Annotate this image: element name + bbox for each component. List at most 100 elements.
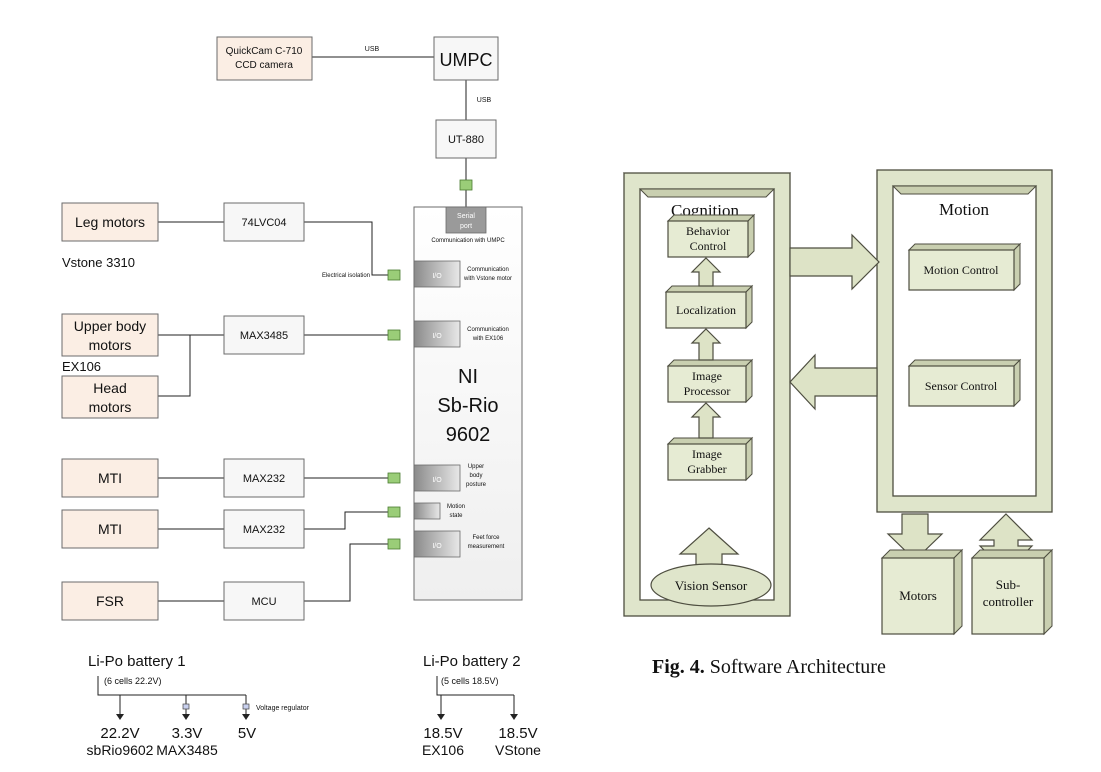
out2-target: MAX3485 <box>156 742 218 758</box>
hardware-diagram: QuickCam C-710 CCD camera USB UMPC USB U… <box>61 36 541 758</box>
battery2-bus <box>436 676 514 696</box>
ut880-box <box>435 119 497 159</box>
max3485-box <box>223 315 305 355</box>
cognition-inner-bevel <box>638 188 776 198</box>
battery1-bus <box>97 676 246 696</box>
lvc04-label: 74LVC04 <box>241 217 286 229</box>
vision-sensor-label: Vision Sensor <box>675 578 748 593</box>
mti2-box <box>61 509 159 549</box>
cells2-label: (5 cells 18.5V) <box>441 676 499 686</box>
comm-umpc-label: Communication with UMPC <box>431 238 505 244</box>
serial-label-1: Serial <box>457 213 475 220</box>
voltage-regulator-label: Voltage regulator <box>256 705 310 712</box>
motion-inner-bevel <box>891 185 1038 195</box>
max232-2-label: MAX232 <box>243 524 285 536</box>
fsr-box <box>61 581 159 621</box>
battery1-arrow-1 <box>116 714 124 720</box>
max232-1-label: MAX232 <box>243 473 285 485</box>
upper-body-label-1: Upper body <box>74 318 146 334</box>
out5-target: VStone <box>495 742 541 758</box>
max232-1-box <box>223 458 305 498</box>
max232-2-box <box>223 509 305 549</box>
upper-posture-2: body <box>469 473 482 479</box>
motion-state-1: Motion <box>447 504 465 510</box>
upper-posture-3: posture <box>466 482 487 488</box>
usb-label-2: USB <box>477 97 492 104</box>
arrow-grab-to-proc <box>690 402 722 439</box>
motion-state-2: state <box>449 513 463 519</box>
feet-force-2: measurement <box>468 544 505 550</box>
image-grabber-label-1: Image <box>692 447 722 461</box>
vstone-3310-label: Vstone 3310 <box>62 255 135 270</box>
connector-square-top <box>459 179 473 191</box>
ni-label-2: Sb-Rio <box>437 395 498 417</box>
motors-module: Motors <box>880 548 964 636</box>
subcontroller-label-1: Sub- <box>996 577 1021 592</box>
connector-square-ex106 <box>387 329 401 341</box>
mti1-box <box>61 458 159 498</box>
arrow-motion-to-cognition <box>789 353 878 411</box>
vision-sensor-ellipse <box>650 563 772 607</box>
ut880-label: UT-880 <box>448 134 484 146</box>
umpc-label: UMPC <box>440 50 493 70</box>
battery1-arrow-2 <box>182 714 190 720</box>
head-motors-box <box>61 375 159 419</box>
cells1-label: (6 cells 22.2V) <box>104 676 162 686</box>
wire-74lvc04-io <box>304 221 388 276</box>
battery1-arrow-3 <box>242 714 250 720</box>
io-block-feet <box>413 530 461 558</box>
out2-voltage: 3.3V <box>172 725 203 742</box>
upper-posture-1: Upper <box>468 464 484 470</box>
battery2-label: Li-Po battery 2 <box>423 653 521 670</box>
serial-port-block <box>445 206 487 234</box>
image-processor-label-1: Image <box>692 369 722 383</box>
motion-state-block <box>413 502 441 520</box>
behavior-label-2: Control <box>690 239 727 253</box>
camera-label-1: QuickCam C-710 <box>226 46 303 57</box>
mcu-box <box>223 581 305 621</box>
mti2-label: MTI <box>98 521 122 537</box>
subcontroller-module: Sub- controller <box>970 548 1054 636</box>
umpc-box <box>433 36 499 81</box>
ni-label-1: NI <box>458 366 478 388</box>
io-label-4: I/O <box>432 543 442 550</box>
comm-ex106-2: with EX106 <box>472 336 504 342</box>
out1-voltage: 22.2V <box>100 725 139 742</box>
camera-box <box>216 36 313 81</box>
io-label-3: I/O <box>432 477 442 484</box>
image-grabber-module: Image Grabber <box>666 436 754 482</box>
behavior-module: Behavior Control <box>666 213 756 259</box>
out4-target: EX106 <box>422 742 464 758</box>
io-label-2: I/O <box>432 333 442 340</box>
arrow-motion-to-motors <box>886 513 944 561</box>
arrow-proc-to-loc <box>690 328 722 361</box>
ex106-label: EX106 <box>62 359 101 374</box>
arrow-cognition-to-motion <box>789 233 880 291</box>
image-grabber-label-2: Grabber <box>687 462 726 476</box>
behavior-label-1: Behavior <box>686 224 730 238</box>
battery2-arrow-1 <box>437 714 445 720</box>
max3485-label: MAX3485 <box>240 330 288 342</box>
io-block-vstone <box>413 260 461 288</box>
mti1-label: MTI <box>98 470 122 486</box>
battery1-label: Li-Po battery 1 <box>88 653 186 670</box>
fsr-label: FSR <box>96 593 124 609</box>
arrow-loc-to-behavior <box>690 257 722 287</box>
comm-vstone-2: with Vstone motor <box>463 276 512 282</box>
upper-body-label-2: motors <box>89 337 132 353</box>
out4-voltage: 18.5V <box>423 725 462 742</box>
battery2-arrow-2 <box>510 714 518 720</box>
out3-voltage: 5V <box>238 725 256 742</box>
wire-mcu-feet <box>304 543 388 602</box>
upper-body-box <box>61 313 159 357</box>
leg-motors-label: Leg motors <box>75 214 145 230</box>
out5-voltage: 18.5V <box>498 725 537 742</box>
usb-label-1: USB <box>365 46 380 53</box>
ni-label-3: 9602 <box>446 424 491 446</box>
localization-label: Localization <box>676 303 736 317</box>
lvc04-box <box>223 202 305 242</box>
leg-motors-box <box>61 202 159 242</box>
head-motors-label-1: Head <box>93 380 126 396</box>
software-diagram: Cognition Motion Behavior Control Locali… <box>622 169 1054 636</box>
io-block-posture <box>413 464 461 492</box>
